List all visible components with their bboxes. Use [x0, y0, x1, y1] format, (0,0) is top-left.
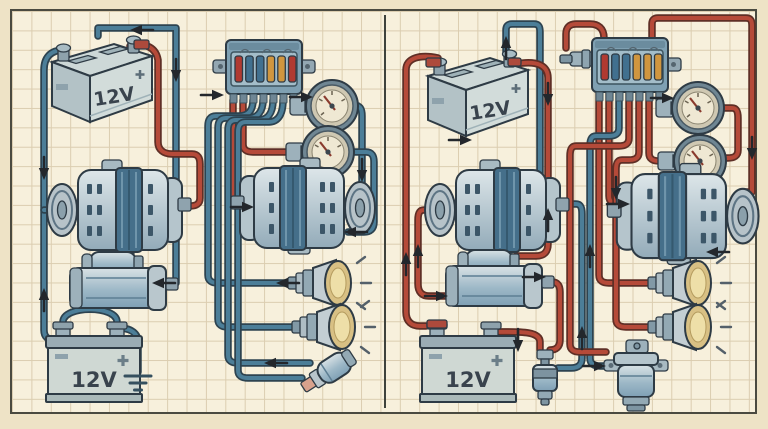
alternator-left: [46, 159, 192, 257]
fuse: [245, 55, 254, 83]
red-wire: [720, 104, 742, 162]
headlight-bulb-lower: [290, 299, 377, 355]
fuse: [277, 55, 286, 83]
fuse-box-left: [212, 39, 316, 104]
fuses: [600, 53, 663, 81]
fuse: [643, 53, 652, 81]
headlight-bulb-upper: [286, 255, 373, 311]
fuse-box-right: [559, 37, 682, 102]
fuse: [600, 53, 610, 81]
fuse: [632, 53, 642, 81]
battery-clamp: [507, 57, 522, 67]
alternator-right: [230, 157, 376, 255]
fuses: [234, 55, 297, 83]
fuse: [621, 53, 631, 81]
battery-clamp: [133, 39, 150, 50]
alternator-large-right: [606, 162, 760, 266]
battery-voltage-label: 12V: [445, 368, 491, 392]
fuse: [255, 55, 265, 83]
direction-arrow-icon: [447, 133, 474, 147]
fuse: [611, 53, 620, 81]
socket-bulb: [295, 345, 360, 399]
fuse: [287, 55, 297, 83]
headlight-bulb-lower: [646, 299, 733, 355]
fuse: [653, 53, 663, 81]
headlight-bulb-upper: [646, 255, 733, 311]
inline-sensor: [532, 349, 558, 406]
fuse: [234, 55, 244, 83]
battery-voltage-label: 12V: [71, 368, 117, 392]
fuse-box-connector: [559, 49, 595, 69]
battery-clamp: [425, 57, 442, 68]
left-panel: 12V: [44, 34, 377, 404]
right-panel: 12V: [418, 37, 760, 412]
panel-divider: [384, 15, 386, 408]
fuse: [266, 55, 276, 83]
direction-arrow-icon: [199, 88, 226, 102]
right-panel-wires: [402, 14, 756, 372]
relay: [603, 339, 669, 412]
battery-terminal-cap: [426, 319, 448, 329]
